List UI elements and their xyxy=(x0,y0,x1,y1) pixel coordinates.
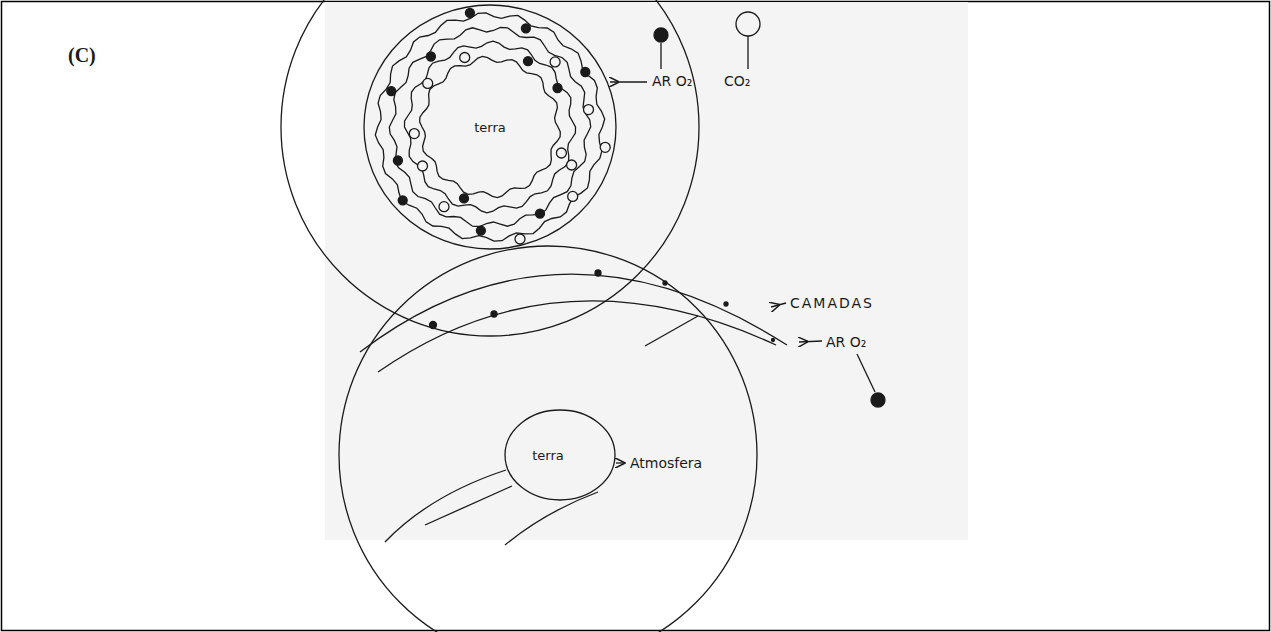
o2-dot xyxy=(393,156,402,165)
earth-circle: terra xyxy=(280,0,700,337)
leader-line xyxy=(747,36,748,69)
circle-outline xyxy=(338,245,758,632)
layer-label: CAMADAS xyxy=(790,295,874,312)
leader-line xyxy=(660,43,661,69)
co2-circle xyxy=(556,148,566,158)
o2-dot xyxy=(871,393,885,407)
o2-dot xyxy=(491,311,497,317)
o2-dot xyxy=(398,196,407,205)
co2-circle xyxy=(567,160,577,170)
o2-dot xyxy=(387,87,396,96)
gas-label: AR O₂ xyxy=(652,73,692,90)
o2-dot xyxy=(465,8,474,17)
o2-dot xyxy=(772,339,775,342)
o2-dot xyxy=(581,68,590,77)
orbit-line xyxy=(505,492,598,545)
co2-circle xyxy=(568,191,578,201)
orbit-line xyxy=(385,470,506,542)
co2-circle xyxy=(736,12,760,36)
layer-arc xyxy=(645,316,698,346)
circle-outline xyxy=(280,0,700,337)
gas-label: AR O₂ xyxy=(826,334,866,351)
co2-circle xyxy=(460,53,470,63)
o2-dot xyxy=(524,57,533,66)
o2-dot xyxy=(521,24,530,33)
o2-dot xyxy=(654,28,668,42)
o2-dot xyxy=(460,194,469,203)
co2-circle xyxy=(418,161,428,171)
leader-line xyxy=(857,354,875,392)
layer-arc xyxy=(378,301,776,372)
leader-arrow xyxy=(799,341,822,342)
leader-arrow xyxy=(616,462,626,463)
co2-circle xyxy=(550,57,560,67)
co2-circle xyxy=(439,202,449,212)
orbit-line xyxy=(425,486,512,525)
earth-label: terra xyxy=(280,120,700,135)
co2-circle xyxy=(515,234,525,244)
leader-arrow xyxy=(771,303,786,307)
o2-dot xyxy=(595,270,601,276)
co2-circle xyxy=(600,142,610,152)
gas-label: CO₂ xyxy=(724,73,750,90)
leader-arrow xyxy=(610,81,647,82)
o2-dot xyxy=(536,209,545,218)
o2-dot xyxy=(724,302,728,306)
co2-circle xyxy=(409,129,419,139)
atmosphere-label: Atmosfera xyxy=(630,455,702,472)
panel-letter: (C) xyxy=(68,44,96,67)
o2-dot xyxy=(476,226,485,235)
co2-circle xyxy=(584,105,594,115)
o2-dot xyxy=(426,52,435,61)
co2-circle xyxy=(423,78,433,88)
earth-circle: terra xyxy=(338,245,758,632)
o2-dot xyxy=(553,84,562,93)
